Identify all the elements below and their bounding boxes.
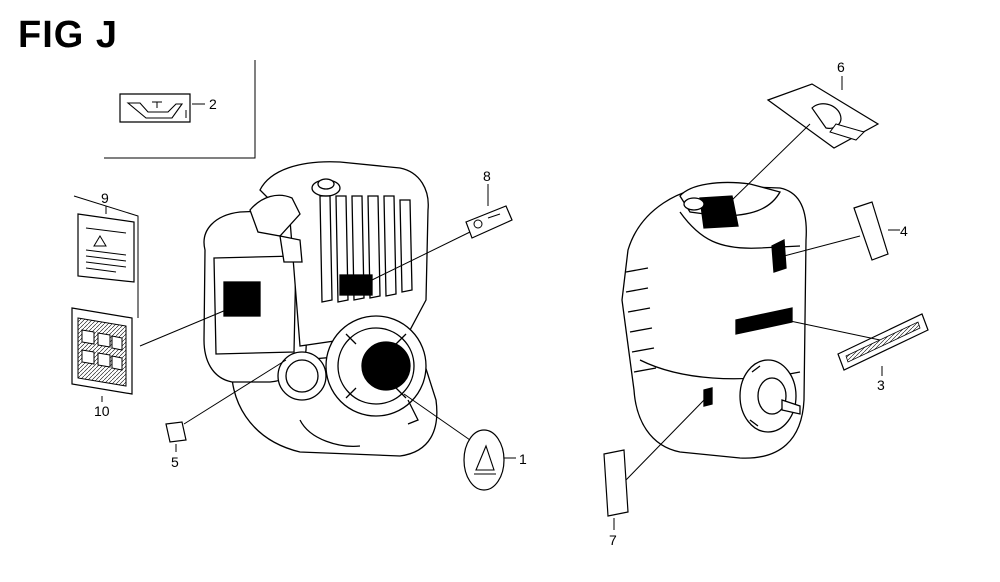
round-decal-1[interactable] — [463, 429, 505, 491]
strip-decal-4[interactable] — [853, 201, 889, 261]
leader-line-10 — [139, 309, 227, 347]
oil-label-frame — [104, 60, 256, 159]
rectangle-decal-7[interactable] — [603, 449, 629, 517]
leader-line-8 — [371, 231, 471, 281]
warning-label-decal[interactable] — [77, 213, 135, 283]
callout-9: 9 — [101, 190, 109, 206]
callout-8: 8 — [483, 168, 491, 184]
oil-label-decal[interactable] — [119, 93, 191, 123]
callout-1: 1 — [519, 451, 527, 467]
small-decal-8[interactable] — [465, 205, 513, 239]
callout-2: 2 — [209, 96, 217, 112]
figure-title: FIG J — [18, 14, 119, 56]
callout-10: 10 — [94, 403, 110, 419]
small-square-decal-5[interactable] — [165, 421, 187, 443]
leader-line-5 — [183, 359, 287, 425]
oil-label-group — [104, 60, 256, 159]
symbol-label-decal[interactable] — [71, 307, 133, 395]
warning-label-group — [73, 195, 139, 318]
symbol-label-group — [71, 307, 133, 402]
engine-right — [621, 181, 807, 459]
callout-3: 3 — [877, 377, 885, 393]
leader-line-3 — [775, 317, 881, 341]
leader-line-1 — [403, 393, 471, 441]
leader-line-7 — [625, 397, 707, 481]
logo-decal-6[interactable] — [766, 83, 880, 149]
callout-4: 4 — [900, 223, 908, 239]
name-decal-3[interactable] — [837, 313, 929, 371]
warning-triangle-icon — [93, 235, 107, 247]
oil-can-icon — [126, 102, 184, 119]
engine-left — [203, 161, 438, 457]
leader-line-4 — [783, 235, 861, 257]
callout-5: 5 — [171, 454, 179, 470]
callout-7: 7 — [609, 532, 617, 548]
callout-6: 6 — [837, 59, 845, 75]
leader-line-6 — [729, 123, 811, 203]
